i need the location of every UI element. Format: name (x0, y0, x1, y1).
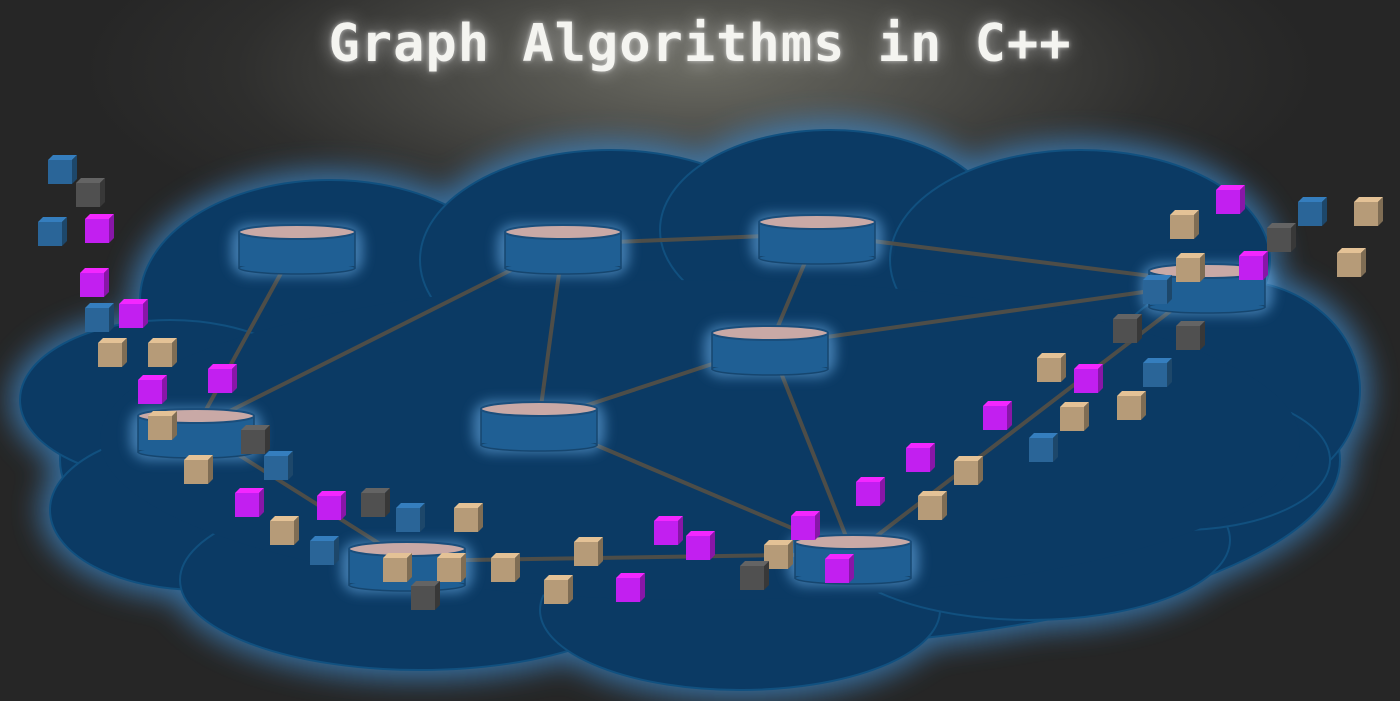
graph-node (751, 214, 883, 266)
data-cube (396, 503, 425, 532)
data-cube (1267, 223, 1296, 252)
data-cube (1170, 210, 1199, 239)
data-cube (85, 303, 114, 332)
data-cube (235, 488, 264, 517)
data-cube (740, 561, 769, 590)
graph-node (231, 224, 363, 276)
graph-node (704, 325, 836, 377)
data-cube (1060, 402, 1089, 431)
data-cube (1239, 251, 1268, 280)
page-title: Graph Algorithms in C++ (328, 14, 1072, 74)
data-cube (686, 531, 715, 560)
data-cube (241, 425, 270, 454)
data-cube (264, 451, 293, 480)
data-cube (1176, 253, 1205, 282)
data-cube (954, 456, 983, 485)
data-cube (317, 491, 346, 520)
data-cube (1117, 391, 1146, 420)
data-cubes (38, 155, 1383, 610)
data-cube (411, 581, 440, 610)
data-cube (208, 364, 237, 393)
data-cube (1216, 185, 1245, 214)
data-cube (906, 443, 935, 472)
data-cube (361, 488, 390, 517)
data-cube (1037, 353, 1066, 382)
data-cube (1143, 275, 1172, 304)
data-cube (148, 338, 177, 367)
data-cube (454, 503, 483, 532)
data-cube (918, 491, 947, 520)
data-cube (1029, 433, 1058, 462)
data-cube (1298, 197, 1327, 226)
data-cube (76, 178, 105, 207)
data-cube (383, 553, 412, 582)
data-cube (1337, 248, 1366, 277)
data-cube (310, 536, 339, 565)
graph-edge (768, 344, 855, 555)
data-cube (791, 511, 820, 540)
data-cube (1176, 321, 1205, 350)
data-cube (85, 214, 114, 243)
data-cube (1113, 314, 1142, 343)
data-cube (825, 554, 854, 583)
data-cube (1074, 364, 1103, 393)
graph-edge (851, 281, 1209, 556)
data-cube (138, 375, 167, 404)
data-cube (38, 217, 67, 246)
data-cube (654, 516, 683, 545)
graph-edge (195, 242, 564, 430)
data-cube (544, 575, 573, 604)
data-cube (856, 477, 885, 506)
data-cube (98, 338, 127, 367)
graph-node (497, 224, 629, 276)
graph-edge (769, 281, 1208, 347)
data-cube (80, 268, 109, 297)
graph-nodes (130, 214, 1273, 593)
data-cube (1354, 197, 1383, 226)
data-cube (184, 455, 213, 484)
data-cube (119, 299, 148, 328)
data-cube (1143, 358, 1172, 387)
data-cube (437, 553, 466, 582)
data-cube (491, 553, 520, 582)
graph-node (473, 401, 605, 453)
data-cube (148, 411, 177, 440)
data-cube (983, 401, 1012, 430)
data-cube (270, 516, 299, 545)
data-cube (48, 155, 77, 184)
data-cube (574, 537, 603, 566)
data-cube (616, 573, 645, 602)
